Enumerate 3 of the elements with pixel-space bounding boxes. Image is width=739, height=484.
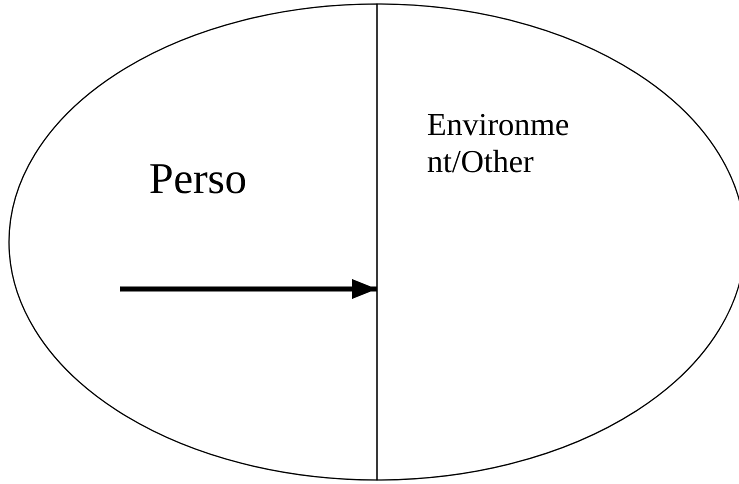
node-label: Perso <box>149 154 248 205</box>
node-label: Environme nt/Other <box>427 106 570 180</box>
arrow <box>120 279 377 299</box>
